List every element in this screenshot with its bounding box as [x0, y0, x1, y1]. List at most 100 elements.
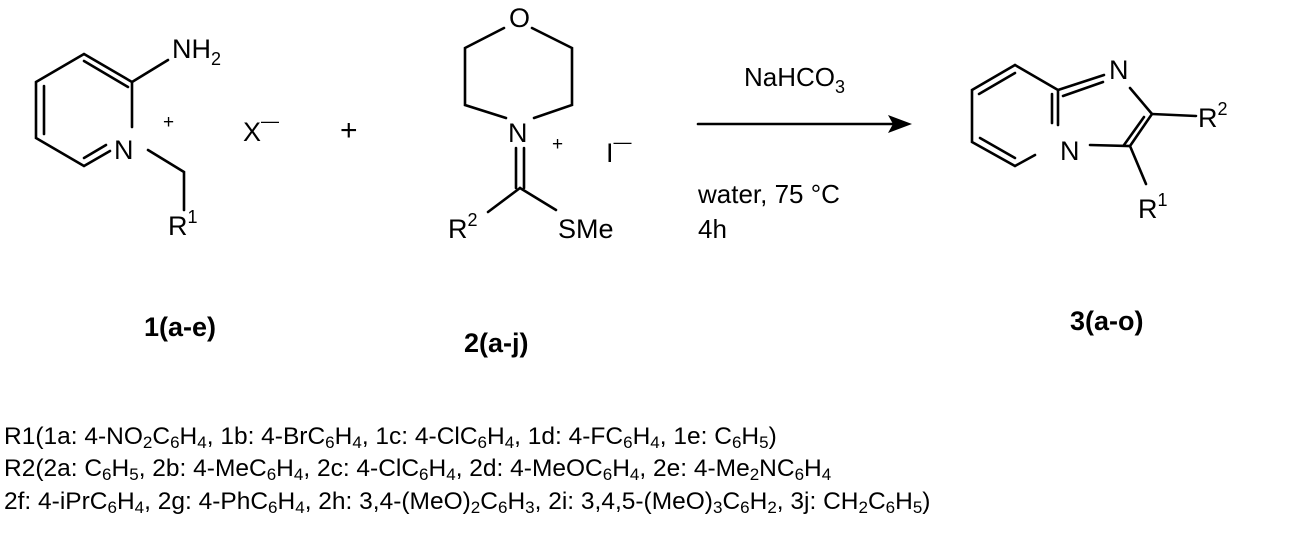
legend-fragment: 2 — [858, 498, 868, 517]
reagent-label: NaHCO3 — [744, 62, 845, 97]
imidazole-n-label: N — [1109, 55, 1129, 85]
legend-fragment: H — [741, 423, 760, 450]
legend-fragment: 2 — [142, 433, 153, 452]
reactant-1-structure: NH2 N + R1 X— — [34, 34, 279, 241]
plus-sign: + — [340, 114, 358, 147]
pyridinium-n-label: N — [114, 135, 134, 165]
iminium-charge: + — [552, 134, 563, 155]
legend-fragment: 2 — [767, 498, 777, 517]
legend-fragment: , 2i: 3,4,5-(MeO) — [534, 488, 713, 515]
legend-fragment: 4 — [295, 498, 305, 517]
legend-fragment: 5 — [129, 465, 139, 484]
legend-fragment: C — [480, 488, 498, 515]
bridgehead-n-label: N — [1060, 136, 1080, 166]
pyridine-ring-bonds — [970, 63, 1060, 168]
reactant-2-structure: O N + I— R2 SMe — [448, 3, 632, 244]
legend-fragment: C — [722, 488, 741, 515]
legend-fragment: ) — [922, 488, 931, 515]
legend-fragment: 6 — [266, 465, 277, 484]
sme-label: SMe — [558, 214, 614, 244]
legend-fragment: 4 — [293, 465, 304, 484]
reactant-2-label: 2(a-j) — [464, 328, 529, 358]
legend-fragment: 6 — [794, 465, 805, 484]
amino-bond — [130, 58, 170, 84]
legend-fragment: 6 — [170, 433, 180, 452]
legend-fragment: 6 — [731, 433, 742, 452]
legend-line-r2-continued: 2f: 4-iPrC6H4, 2g: 4-PhC6H4, 2h: 3,4-(Me… — [4, 486, 930, 518]
legend-fragment: 6 — [268, 498, 278, 517]
sme-bond — [518, 186, 558, 212]
legend-fragment: C — [152, 423, 171, 450]
legend-fragment: ) — [768, 423, 777, 450]
pyridinium-double-bonds — [42, 59, 130, 160]
legend-fragment: 5 — [912, 498, 923, 517]
legend-fragment: , 2c: 4-ClC — [303, 455, 420, 482]
legend-fragment: 6 — [419, 465, 429, 484]
legend-line-r2: R2(2a: C6H5, 2b: 4-MeC6H4, 2c: 4-ClC6H4,… — [4, 453, 831, 485]
legend-fragment: H — [749, 488, 768, 515]
counterion-iodide: I— — [606, 132, 632, 168]
legend-fragment: , 3j: CH — [776, 488, 859, 515]
reaction-arrow — [696, 115, 912, 133]
legend-fragment: , 1c: 4-ClC — [361, 423, 478, 450]
legend-fragment: H — [276, 455, 294, 482]
legend-fragment: 5 — [759, 433, 769, 452]
morpholine-o-label: O — [509, 3, 530, 33]
legend-fragment: 4 — [821, 465, 832, 484]
pyridinium-charge: + — [163, 112, 174, 133]
legend-fragment: H — [277, 488, 296, 515]
legend-fragment: H — [116, 488, 135, 515]
legend-fragment: 4 — [197, 433, 207, 452]
legend-fragment: H — [428, 455, 447, 482]
legend-fragment: 6 — [602, 465, 613, 484]
r1-group-label: R1 — [168, 207, 198, 241]
legend-fragment: 4 — [352, 433, 362, 452]
r2-bond — [1150, 112, 1198, 118]
product-structure: N N R2 R1 — [970, 55, 1228, 224]
r2-group-label: R2 — [448, 210, 478, 244]
legend-fragment: 4 — [504, 433, 515, 452]
legend-fragment: NC — [759, 455, 795, 482]
legend-fragment: 2 — [470, 498, 481, 517]
legend-fragment: 6 — [102, 465, 112, 484]
legend-fragment: 6 — [740, 498, 750, 517]
legend-fragment: , 2b: 4-MeC — [138, 455, 267, 482]
legend-fragment: H — [334, 423, 353, 450]
legend-fragment: 6 — [107, 498, 117, 517]
legend-fragment: 2f: 4-iPrC — [4, 488, 108, 515]
pyridine-double-bonds — [977, 71, 1054, 160]
legend-line-r1: R1(1a: 4-NO2C6H4, 1b: 4-BrC6H4, 1c: 4-Cl… — [4, 421, 777, 453]
legend-fragment: R1(1a: 4-NO — [4, 423, 143, 450]
legend-fragment: 2 — [749, 465, 760, 484]
legend-fragment: H — [612, 455, 630, 482]
legend-fragment: H — [507, 488, 526, 515]
legend-fragment: , 2d: 4-MeOC — [455, 455, 603, 482]
imidazole-ring-bonds — [1056, 73, 1154, 148]
legend-fragment: 6 — [325, 433, 335, 452]
legend-fragment: , 1e: C — [659, 423, 732, 450]
legend-fragment: 3 — [525, 498, 535, 517]
legend-fragment: 4 — [134, 498, 145, 517]
legend-fragment: , 2h: 3,4-(MeO) — [304, 488, 471, 515]
amino-label: NH2 — [172, 34, 221, 69]
legend-fragment: 6 — [623, 433, 633, 452]
legend-fragment: R2(2a: C — [4, 455, 103, 482]
legend-fragment: 6 — [477, 433, 487, 452]
time-label: 4h — [698, 214, 727, 244]
r1-bond — [1128, 144, 1148, 186]
counterion-x: X— — [243, 111, 279, 147]
legend-fragment: 4 — [446, 465, 456, 484]
legend-fragment: C — [867, 488, 886, 515]
legend-fragment: 6 — [497, 498, 508, 517]
legend-fragment: H — [111, 455, 130, 482]
legend-fragment: 3 — [712, 498, 723, 517]
product-r2-label: R2 — [1198, 99, 1228, 133]
legend-fragment: H — [804, 455, 822, 482]
n-ch2-bond — [146, 148, 186, 212]
legend-fragment: , 2e: 4-Me — [639, 455, 750, 482]
legend-fragment: H — [632, 423, 651, 450]
legend-fragment: H — [895, 488, 913, 515]
solvent-temperature-label: water, 75 °C — [697, 179, 840, 209]
legend-fragment: 4 — [629, 465, 640, 484]
